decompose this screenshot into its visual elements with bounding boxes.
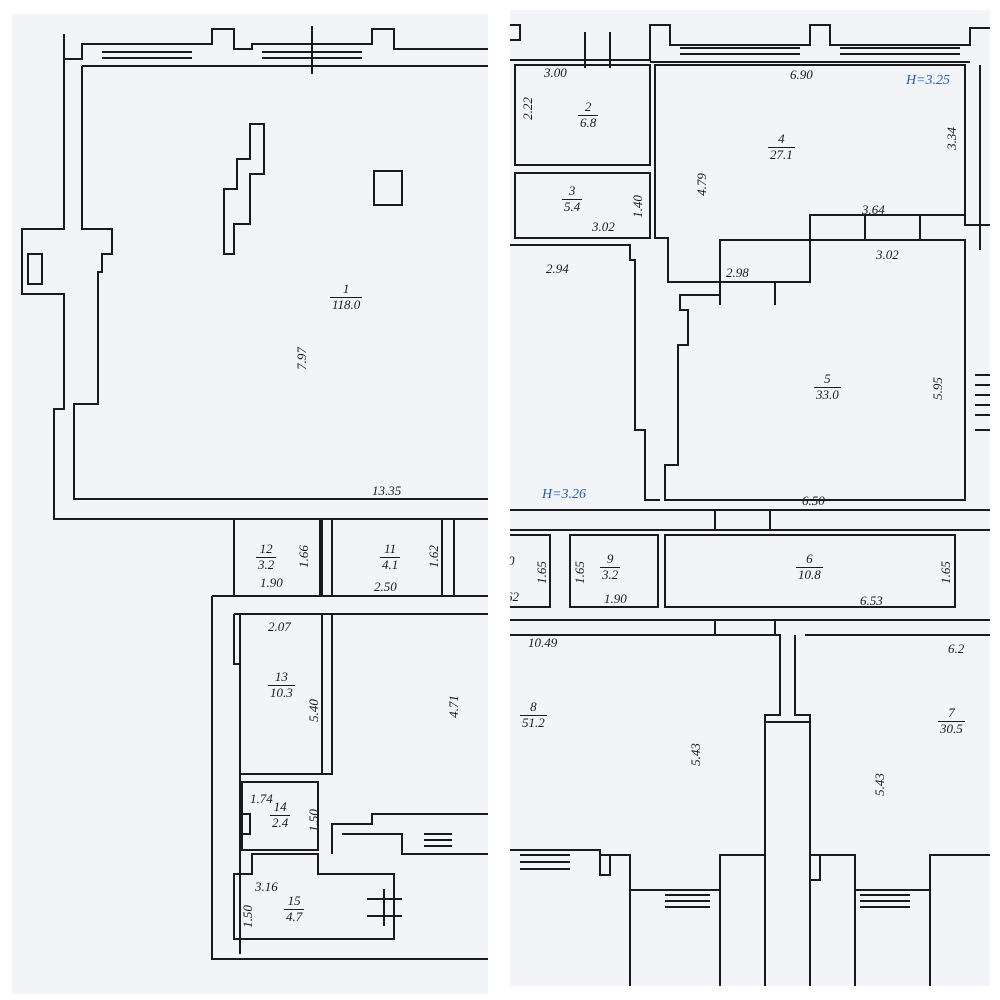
- dim-10-49: 10.49: [528, 635, 558, 650]
- dim-1-65-c: 1.65: [937, 561, 953, 584]
- dim-5-43-b: 5.43: [871, 773, 887, 796]
- dim-2-22: 2.22: [519, 97, 535, 120]
- dim-6-2: 6.2: [948, 641, 965, 656]
- dim-2-07: 2.07: [268, 619, 291, 634]
- dim-3-00: 3.00: [544, 65, 567, 80]
- dim-3-34: 3.34: [943, 127, 959, 150]
- dim-1-90: 1.90: [260, 575, 283, 590]
- room-10-partial-number: 0: [510, 554, 515, 567]
- right-plan-walls: [510, 24, 990, 986]
- dim-3-02-a: 3.02: [592, 219, 615, 234]
- dim-1-50-a: 1.50: [305, 809, 321, 832]
- dim-4-71: 4.71: [445, 695, 461, 718]
- dim-3-16: 3.16: [255, 879, 278, 894]
- dim-3-02-b: 3.02: [876, 247, 899, 262]
- dim-7-97: 7.97: [293, 347, 309, 370]
- partial-dim-62: 62: [510, 589, 519, 604]
- dim-1-62: 1.62: [425, 545, 441, 568]
- ceiling-height-3-25: H=3.25: [906, 73, 951, 88]
- dim-5-40: 5.40: [305, 699, 321, 722]
- ceiling-height-3-26: H=3.26: [542, 487, 587, 502]
- dim-1-65-a: 1.65: [571, 561, 587, 584]
- dim-5-95: 5.95: [929, 377, 945, 400]
- dim-6-53: 6.53: [860, 593, 883, 608]
- left-plan-walls: [21, 26, 488, 960]
- dim-5-43-a: 5.43: [687, 743, 703, 766]
- dim-2-50: 2.50: [374, 579, 397, 594]
- dim-6-50: 6.50: [802, 493, 825, 508]
- dim-1-50-b: 1.50: [239, 905, 255, 928]
- dim-1-74: 1.74: [250, 791, 273, 806]
- dim-6-90: 6.90: [790, 67, 813, 82]
- dim-1-40: 1.40: [629, 195, 645, 218]
- dim-3-64: 3.64: [862, 202, 885, 217]
- dim-2-94: 2.94: [546, 261, 569, 276]
- partial-dim-1-65: 1.65: [533, 561, 549, 584]
- dim-2-98: 2.98: [726, 265, 749, 280]
- dim-1-90: 1.90: [604, 591, 627, 606]
- dim-1-66: 1.66: [295, 545, 311, 568]
- dim-4-79: 4.79: [693, 173, 709, 196]
- dim-13-35: 13.35: [372, 483, 402, 498]
